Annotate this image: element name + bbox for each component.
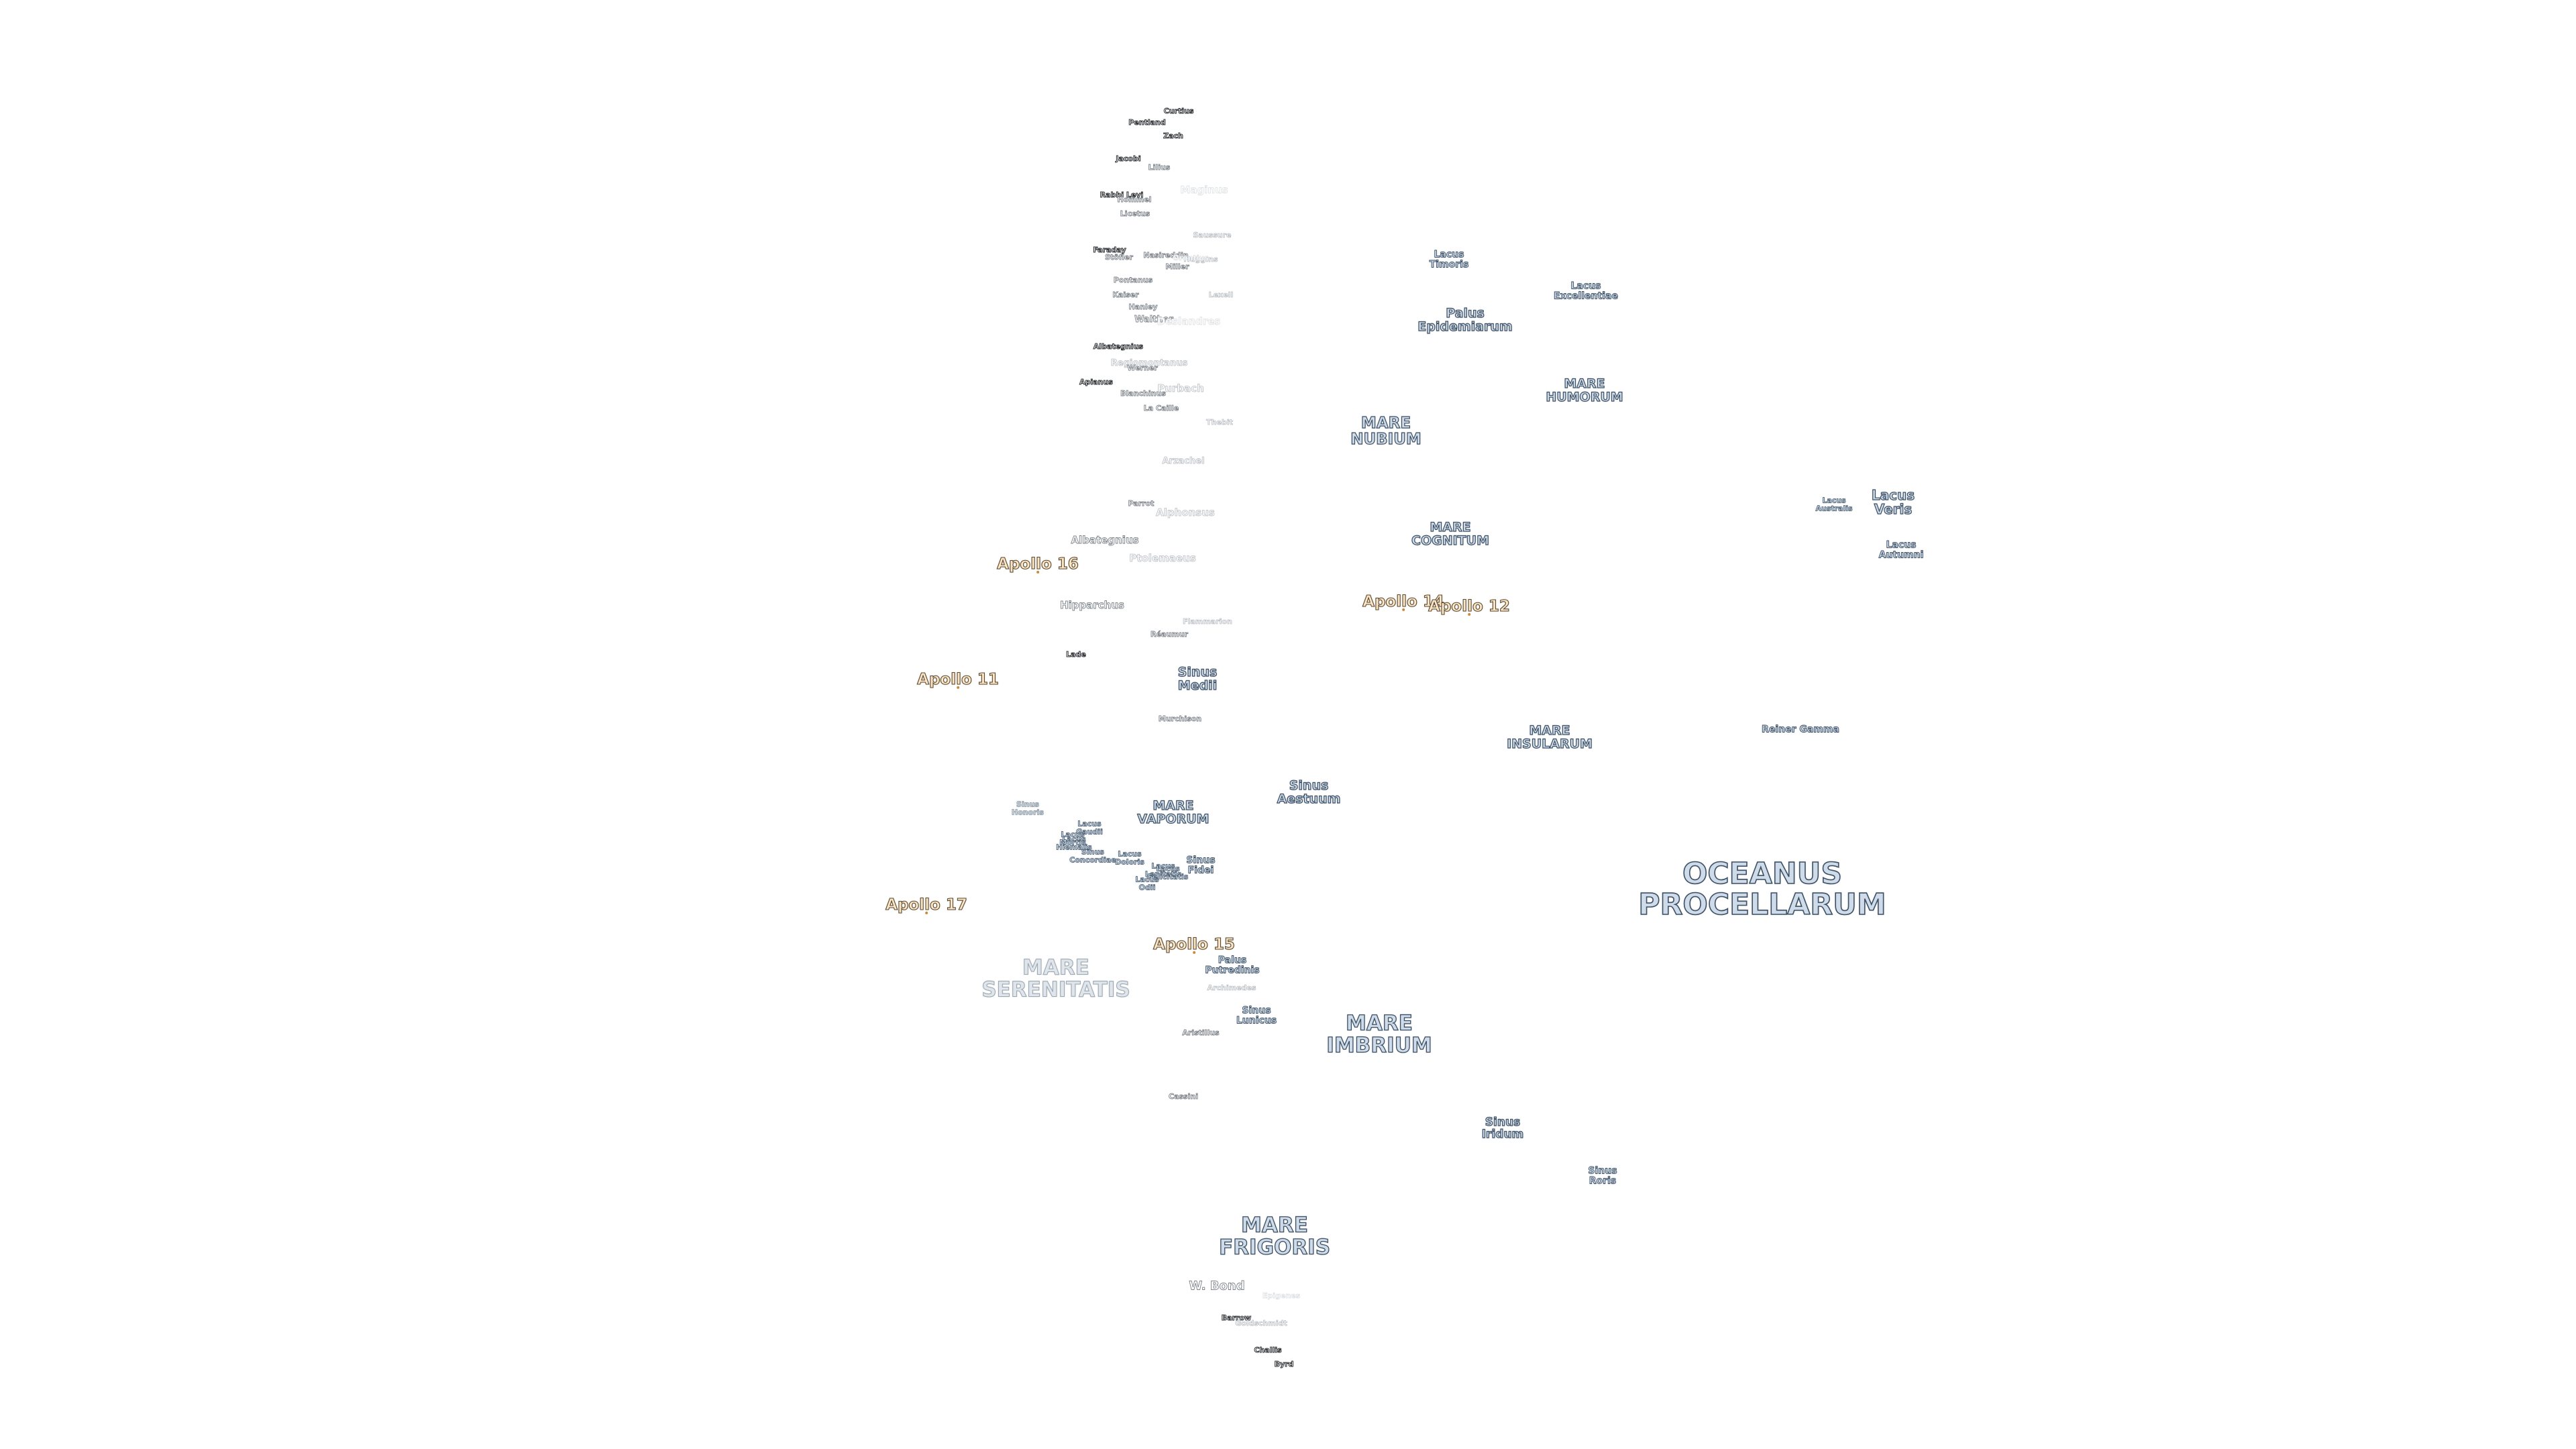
lacus-hiemalis-label: Lacus Hiemalis: [1056, 835, 1092, 851]
sinus-iridum-label: Sinus Iridum: [1481, 1116, 1524, 1141]
lacus-doloris-label: Lacus Doloris: [1115, 849, 1144, 866]
apollo-15-site[interactable]: Apollo 15: [1153, 935, 1235, 955]
mare-humorum-label: MARE HUMORUM: [1546, 376, 1624, 405]
apollo-11-site[interactable]: Apollo 11: [917, 670, 999, 690]
la-caille-label: La Caille: [1143, 404, 1179, 413]
byrd-label: Byrd: [1274, 1360, 1294, 1369]
apollo-12-site[interactable]: Apollo 12: [1428, 597, 1510, 616]
licetus-label: Licetus: [1120, 209, 1150, 219]
mare-nubium-label: MARE NUBIUM: [1350, 414, 1422, 448]
hommel-label: Hommel: [1117, 195, 1152, 205]
mare-vaporum-label: MARE VAPORUM: [1137, 798, 1210, 826]
apianus-label: Apianus: [1079, 378, 1114, 387]
regiomontanus-label: Regiomontanus: [1110, 358, 1188, 369]
mare-insularum-label: MARE INSULARUM: [1506, 723, 1593, 751]
albategnius-label: Albategnius: [1071, 534, 1139, 547]
lacus-gaudii-label: Lacus Gaudii: [1076, 819, 1103, 836]
parrot-label: Parrot: [1128, 499, 1155, 508]
kaiser-label: Kaiser: [1112, 290, 1139, 300]
apollo-17-site[interactable]: Apollo 17: [885, 896, 967, 915]
w-bond-label: W. Bond: [1189, 1279, 1245, 1293]
purbach-label: Purbach: [1157, 382, 1204, 395]
faraday-label: Faraday: [1093, 246, 1126, 255]
arzachel-label: Arzachel: [1162, 456, 1205, 467]
miller-label: Miller: [1165, 262, 1189, 272]
alphonsus-label: Alphonsus: [1156, 506, 1215, 519]
lilius-label: Lilius: [1148, 163, 1171, 172]
archimedes-label: Archimedes: [1207, 983, 1256, 993]
sinus-honoris-label: Sinus Honoris: [1012, 800, 1044, 816]
werner-label: Werner: [1127, 364, 1158, 373]
lexell-label: Lexell: [1208, 290, 1234, 300]
lade-label: Lade: [1066, 650, 1087, 659]
lacus-veris-label: Lacus Veris: [1871, 487, 1915, 517]
challis-label: Challis: [1254, 1346, 1282, 1355]
ptolemaeus-label: Ptolemaeus: [1129, 552, 1196, 565]
palus-putredinis-label: Palus Putredinis: [1205, 955, 1260, 975]
jacobi-label: Jacobi: [1116, 154, 1141, 164]
aristillus-label: Aristillus: [1182, 1028, 1220, 1038]
lacus-lenitatis-label: Lacus Lenitatis: [1144, 861, 1182, 878]
cassini-label: Cassini: [1169, 1092, 1199, 1102]
mare-cognitum-label: MARE COGNITUM: [1411, 520, 1489, 548]
mare-frigoris-label: MARE FRIGORIS: [1218, 1213, 1331, 1259]
hanley-label: Hanley: [1128, 303, 1158, 312]
deslandres-label: Deslandres: [1157, 315, 1221, 328]
saussure-label: Saussure: [1193, 231, 1232, 240]
lacus-autumni-label: Lacus Autumni: [1878, 539, 1924, 560]
goldschmidt-label: Goldschmidt: [1235, 1319, 1287, 1328]
orontius-label: Orontius: [1173, 254, 1209, 263]
apollo-16-site[interactable]: Apollo 16: [997, 555, 1079, 574]
nasireddin-label: Nasireddin: [1143, 251, 1189, 260]
flammarion-label: Flammarion: [1183, 617, 1232, 627]
pontanus-label: Pontanus: [1113, 276, 1153, 285]
sinus-fidei-label: Sinus Fidei: [1186, 855, 1216, 875]
sinus-concordiae-label: Sinus Concordiae: [1069, 847, 1116, 864]
oceanus-procellarum-label: OCEANUS PROCELLARUM: [1638, 856, 1886, 922]
sinus-roris-label: Sinus Roris: [1588, 1165, 1617, 1186]
apollo-14-site[interactable]: Apollo 14: [1362, 592, 1444, 612]
zach-label: Zach: [1163, 131, 1184, 141]
sinus-aestuum-label: Sinus Aestuum: [1277, 778, 1341, 806]
murchison-label: Murchison: [1158, 714, 1202, 724]
epigenes-label: Epigenes: [1262, 1291, 1301, 1301]
thebit-label: Thebit: [1206, 418, 1233, 427]
reaumur-label: Réaumur: [1150, 630, 1189, 639]
mare-imbrium-label: MARE IMBRIUM: [1326, 1011, 1433, 1057]
hipparchus-label: Hipparchus: [1060, 599, 1125, 612]
stofler-label: Stöfler: [1105, 253, 1134, 262]
reiner-gamma-label: Reiner Gamma: [1762, 724, 1840, 735]
sinus-lunicus-label: Sinus Lunicus: [1236, 1005, 1277, 1026]
curtius-label: Curtius: [1163, 107, 1194, 116]
pentland-label: Pentland: [1128, 118, 1167, 127]
walther-label: Walther: [1134, 315, 1174, 325]
lacus-felicitatis-label: Lacus Felicitatis: [1147, 864, 1189, 881]
blanchinus-label: Blanchinus: [1120, 389, 1167, 398]
rabbi-levi-label: Rabbi Levi: [1099, 191, 1144, 200]
maginus-label: Maginus: [1180, 184, 1228, 197]
lacus-excellentiae-label: Lacus Excellentiae: [1554, 280, 1619, 301]
lacus-australis-label: Lacus Australis: [1815, 496, 1853, 513]
huggins-label: Huggins: [1183, 255, 1218, 264]
barrow-label: Barrow: [1221, 1313, 1252, 1323]
lacus-odii-label: Lacus Odii: [1135, 875, 1159, 892]
palus-epidemiarum-label: Palus Epidemiarum: [1417, 306, 1513, 334]
lacus-mortis-label: Lacus Mortis: [1059, 830, 1086, 847]
sinus-medii-label: Sinus Medii: [1177, 665, 1218, 693]
mare-serenitatis-label: MARE SERENITATIS: [981, 955, 1130, 1002]
albategnius-small-label: Albategnius: [1093, 342, 1144, 352]
lacus-timoris-label: Lacus Timoris: [1429, 249, 1469, 270]
